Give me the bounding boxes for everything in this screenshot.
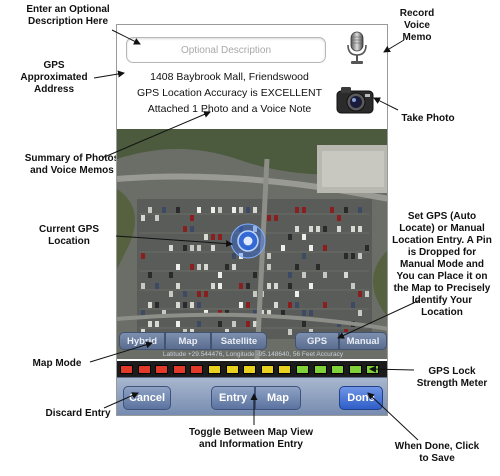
annotation-summary: Summary of Photos and Voice Memos xyxy=(24,153,120,176)
map-toggle-button[interactable]: Map xyxy=(255,386,301,410)
phone-screen: 1408 Baybrook Mall, Friendswood GPS Loca… xyxy=(116,24,388,416)
address-text: 1408 Baybrook Mall, Friendswood xyxy=(150,71,309,83)
gps-mode-button[interactable]: GPS xyxy=(295,332,339,350)
signal-meter-cell xyxy=(172,365,186,374)
annotation-voice-memo: Record Voice Memo xyxy=(399,8,435,43)
signal-meter-cell xyxy=(296,365,309,374)
signal-meter-cell xyxy=(243,365,257,374)
entry-toggle-button[interactable]: Entry xyxy=(211,386,255,410)
attachment-summary: Attached 1 Photo and a Voice Note xyxy=(147,103,312,115)
annotation-discard: Discard Entry xyxy=(45,408,111,419)
signal-meter-cell xyxy=(260,365,274,374)
cancel-button[interactable]: Cancel xyxy=(123,386,171,410)
gps-location-marker xyxy=(230,223,266,259)
signal-meter-cell xyxy=(366,365,380,374)
annotation-address: GPS Approximated Address xyxy=(20,60,88,95)
signal-meter-cell xyxy=(155,365,169,374)
annotation-signal-meter: GPS Lock Strength Meter xyxy=(416,366,488,389)
camera-icon[interactable] xyxy=(335,83,375,115)
signal-meter-cell xyxy=(137,365,151,374)
map-mode-button[interactable]: Map xyxy=(165,332,211,350)
annotation-gps-mode: Set GPS (Auto Locate) or Manual Location… xyxy=(392,211,492,318)
signal-meter-cell xyxy=(348,365,362,374)
signal-meter-cell xyxy=(225,365,239,374)
annotation-current-location: Current GPS Location xyxy=(38,224,99,247)
hybrid-mode-button[interactable]: Hybrid xyxy=(119,332,165,350)
bottom-toolbar: Cancel Entry Map Done xyxy=(117,377,387,415)
coordinates-readout: Latitude +29.544476, Longitude -95.14864… xyxy=(162,351,344,358)
annotation-toggle: Toggle Between Map View and Information … xyxy=(188,427,314,450)
accuracy-text: GPS Location Accuracy is EXCELLENT xyxy=(137,87,322,99)
done-button[interactable]: Done xyxy=(339,386,383,410)
entry-panel: 1408 Baybrook Mall, Friendswood GPS Loca… xyxy=(117,25,387,129)
signal-meter-cell xyxy=(190,365,204,374)
annotation-done: When Done, Click to Save xyxy=(394,441,480,464)
signal-meter-cell xyxy=(313,365,327,374)
description-input[interactable] xyxy=(126,37,326,63)
manual-mode-button[interactable]: Manual xyxy=(339,332,387,350)
satellite-mode-button[interactable]: Satellite xyxy=(211,332,267,350)
microphone-icon[interactable] xyxy=(345,31,369,65)
gps-lock-strength-meter xyxy=(117,361,387,379)
signal-meter-cell xyxy=(278,365,292,374)
annotation-description: Enter an Optional Description Here xyxy=(26,4,110,27)
satellite-map[interactable] xyxy=(117,129,387,359)
signal-meter-cell xyxy=(331,365,345,374)
signal-meter-cell xyxy=(208,365,221,374)
annotation-take-photo: Take Photo xyxy=(401,113,455,124)
annotation-map-mode: Map Mode xyxy=(32,358,82,369)
signal-meter-cell xyxy=(120,365,133,374)
map-mode-bar: Hybrid Map Satellite GPS Manual xyxy=(117,332,387,351)
